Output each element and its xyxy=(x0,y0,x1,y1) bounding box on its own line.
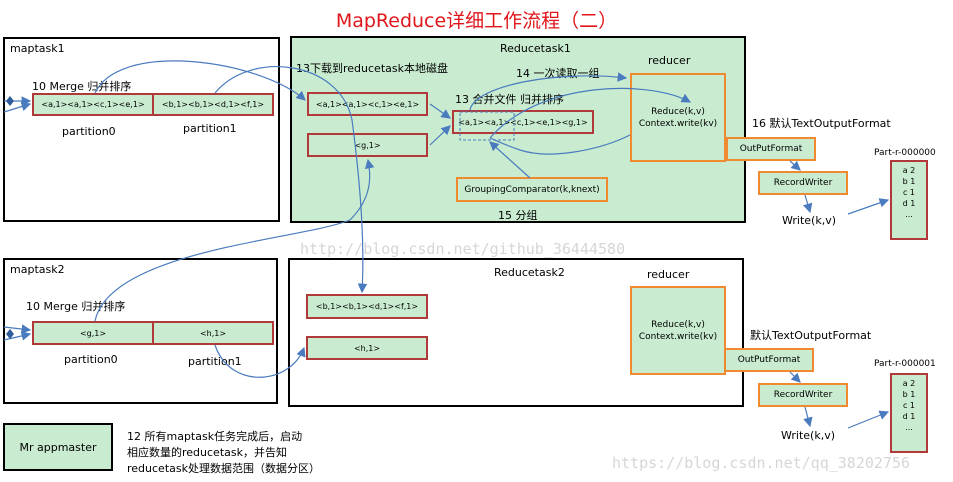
maptask2-partition0-cell: <g,1> xyxy=(32,321,154,345)
maptask2-input-arrow-2 xyxy=(3,331,32,341)
reducetask2-box xyxy=(288,258,744,407)
maptask2-partition0-label: partition0 xyxy=(64,353,118,366)
output1-file-box: a 2 b 1 c 1 d 1 ... xyxy=(890,160,928,240)
reducetask1-label: Reducetask1 xyxy=(500,42,571,55)
appmaster-box: Mr appmaster xyxy=(3,423,113,471)
appmaster-note-line1: 12 所有maptask任务完成后，启动 xyxy=(127,430,303,443)
reducetask1-reduce-text: Reduce(k,v) xyxy=(651,106,705,117)
output1-row: d 1 xyxy=(902,199,916,208)
m2p0-to-r1-arrow xyxy=(94,158,375,322)
reducer-loop-arrow-2 xyxy=(489,87,692,139)
maptask1-input-arrow-2 xyxy=(3,101,32,113)
output1-row: a 2 xyxy=(902,166,916,175)
maptask2-input-arrow xyxy=(3,324,32,334)
reducetask1-download-cell-1: <a,1><a,1><c,1><e,1> xyxy=(307,92,428,116)
maptask2-label: maptask2 xyxy=(10,263,65,276)
output2-row: a 2 xyxy=(902,379,916,388)
maptask1-label: maptask1 xyxy=(10,42,65,55)
output2-recordwriter-box: RecordWriter xyxy=(758,383,848,407)
maptask2-partition1-label: partition1 xyxy=(188,355,242,368)
output2-outputformat-box: OutPutFormat xyxy=(724,348,814,372)
output1-row: b 1 xyxy=(902,177,916,186)
maptask2-partition1-cell: <h,1> xyxy=(152,321,274,345)
output1-file-label: Part-r-000000 xyxy=(874,148,936,158)
reducetask2-label: Reducetask2 xyxy=(494,266,565,279)
reducetask1-read-label: 14 一次读取一组 xyxy=(516,67,600,80)
maptask1-partition0-label: partition0 xyxy=(62,125,116,138)
output1-outputformat-box: OutPutFormat xyxy=(726,137,816,161)
reducetask1-reducer-label: reducer xyxy=(648,54,691,67)
output1-write-label: Write(k,v) xyxy=(782,214,837,227)
output1-format-label: 16 默认TextOutputFormat xyxy=(752,117,891,130)
reducetask1-merged-cell: <a,1><a,1><c,1><e,1><g,1> xyxy=(452,110,594,134)
output1-row: c 1 xyxy=(902,188,916,197)
merged-selection-dashed xyxy=(459,111,515,141)
reducetask1-reducer-box: Reduce(k,v) Context.write(kv) xyxy=(630,73,726,162)
reducetask1-download-cell-2: <g,1> xyxy=(307,133,428,157)
r1-d2-to-merged-arrow xyxy=(429,125,451,146)
maptask1-box xyxy=(3,37,280,222)
output2-row: b 1 xyxy=(902,390,916,399)
maptask1-merge-label: 10 Merge 归并排序 xyxy=(32,80,132,93)
m2p1-to-r2-arrow xyxy=(214,344,306,378)
reducetask2-reduce-text: Reduce(k,v) xyxy=(651,319,705,330)
reducetask2-reducer-label: reducer xyxy=(647,268,690,281)
reducer-loop-arrow xyxy=(489,134,631,155)
output2-format-label: 默认TextOutputFormat xyxy=(750,329,872,342)
reducetask2-reducer-box: Reduce(k,v) Context.write(kv) xyxy=(630,286,726,375)
maptask1-partition1-cell: <b,1><b,1><d,1><f,1> xyxy=(152,93,274,116)
reducetask1-write-text: Context.write(kv) xyxy=(638,118,718,129)
maptask2-input-marker xyxy=(6,329,14,339)
output2-file-label: Part-r-000001 xyxy=(874,359,936,369)
output2-row: ... xyxy=(905,423,913,432)
maptask1-partition1-label: partition1 xyxy=(183,122,237,135)
group-label: 15 分组 xyxy=(498,209,538,222)
appmaster-note-line3: reducetask处理数据范围（数据分区） xyxy=(127,462,320,475)
out1-format-to-writer-arrow xyxy=(789,160,801,171)
appmaster-note-line2: 相应数量的reducetask，并告知 xyxy=(127,446,287,459)
maptask1-input-marker xyxy=(6,96,14,106)
diagram-title: MapReduce详细工作流程（二） xyxy=(335,10,618,32)
reducetask2-download-cell-2: <h,1> xyxy=(306,336,428,360)
reducetask2-write-text: Context.write(kv) xyxy=(638,331,718,342)
grouping-to-merged-arrow xyxy=(489,141,531,179)
m1p0-to-r1-arrow xyxy=(94,60,306,101)
m1p1-to-r2-arrow xyxy=(214,66,368,294)
out2-writer-to-write-arrow xyxy=(803,406,813,428)
output2-row: c 1 xyxy=(902,401,916,410)
out2-write-to-file-arrow xyxy=(847,410,890,429)
maptask2-merge-label: 10 Merge 归并排序 xyxy=(26,300,126,313)
maptask1-partition0-cell: <a,1><a,1><c,1><e,1> xyxy=(32,93,154,116)
out1-write-to-file-arrow xyxy=(847,198,890,215)
output1-recordwriter-box: RecordWriter xyxy=(758,171,848,195)
grouping-comparator-box: GroupingComparator(k,knext) xyxy=(456,177,608,202)
r1-d1-to-merged-arrow xyxy=(429,103,451,119)
out2-format-to-writer-arrow xyxy=(789,371,801,383)
watermark-2: https://blog.csdn.net/qq_38202756 xyxy=(612,454,911,472)
watermark-1: http://blog.csdn.net/github_36444580 xyxy=(300,240,626,258)
out1-writer-to-write-arrow xyxy=(803,194,813,214)
maptask2-box xyxy=(3,258,278,404)
output1-row: ... xyxy=(905,210,913,219)
reducetask2-download-cell-1: <b,1><b,1><d,1><f,1> xyxy=(306,294,428,319)
reducetask1-download-label: 13下载到reducetask本地磁盘 xyxy=(296,62,448,75)
output2-write-label: Write(k,v) xyxy=(781,429,836,442)
output2-file-box: a 2 b 1 c 1 d 1 ... xyxy=(890,373,928,453)
read-group-arrow xyxy=(469,72,628,111)
output2-row: d 1 xyxy=(902,412,916,421)
